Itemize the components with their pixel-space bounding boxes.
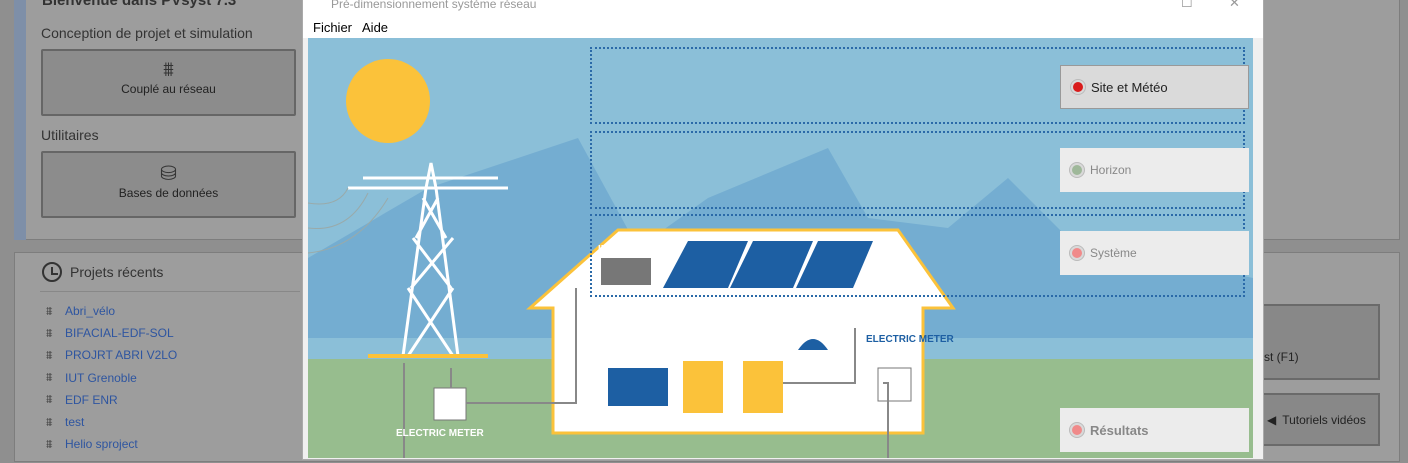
list-item[interactable]: ⩩ BIFACIAL-EDF-SOL [46, 322, 177, 344]
help-button[interactable]: st (F1) [1262, 304, 1380, 380]
video-tutorials-label: Tutoriels vidéos [1282, 412, 1366, 427]
project-link[interactable]: Abri_vélo [65, 304, 116, 319]
inverter [601, 258, 651, 285]
pylon-icon: ⩩ [46, 392, 53, 407]
database-icon: ⛁ [160, 163, 177, 185]
grid-connected-button[interactable]: ⩩Couplé au réseau [41, 49, 296, 116]
project-link[interactable]: test [65, 415, 85, 430]
tv [608, 368, 668, 406]
pylon-icon: ⩩ [163, 59, 174, 81]
system-illustration: INVERTER ELECTRIC METER ELECTRIC METER S… [307, 38, 1253, 459]
lamp [798, 339, 828, 350]
inverter-label: INVERTER [598, 244, 649, 255]
window-accent-bar [14, 0, 26, 240]
site-meteo-button[interactable]: Site et Météo [1060, 65, 1249, 109]
system-label: Système [1090, 246, 1137, 260]
results-button[interactable]: Résultats [1060, 408, 1249, 452]
project-link[interactable]: EDF ENR [65, 392, 118, 407]
clock-icon [42, 262, 62, 282]
horizon-label: Horizon [1090, 163, 1132, 177]
grid-meter [433, 387, 467, 421]
maximize-icon[interactable]: ☐ [1181, 0, 1193, 10]
system-button[interactable]: Système [1060, 231, 1249, 275]
project-link[interactable]: Helio sproject [65, 437, 138, 452]
oven [743, 361, 783, 413]
recent-projects-title: Projets récents [70, 264, 164, 280]
help-button-label: st (F1) [1264, 350, 1299, 364]
list-item[interactable]: ⩩ Abri_vélo [46, 300, 177, 322]
project-link[interactable]: IUT Grenoble [65, 370, 137, 385]
grid-connected-label: Couplé au réseau [121, 82, 216, 96]
speaker-icon: ◀ [1267, 412, 1277, 427]
pylon-icon: ⩩ [46, 325, 53, 340]
status-led-icon [1070, 246, 1084, 260]
project-link[interactable]: PROJRT ABRI V2LO [65, 348, 178, 363]
list-item[interactable]: ⩩ Helio sproject [46, 433, 177, 455]
list-item[interactable]: ⩩ EDF ENR [46, 389, 177, 411]
pylon-base [368, 354, 488, 358]
status-led-icon [1070, 423, 1084, 437]
site-meteo-label: Site et Météo [1091, 79, 1168, 95]
welcome-title: Bienvenue dans PVsyst 7.3 [42, 0, 237, 9]
project-link[interactable]: BIFACIAL-EDF-SOL [65, 326, 174, 341]
divider [40, 291, 300, 292]
recent-projects-header: Projets récents [42, 262, 163, 282]
databases-label: Bases de données [118, 186, 219, 200]
sun [346, 59, 430, 143]
list-item[interactable]: ⩩ PROJRT ABRI V2LO [46, 344, 177, 366]
menu-fichier[interactable]: Fichier [313, 19, 353, 35]
status-led-icon [1070, 163, 1084, 177]
grid-system-drawing: INVERTER ELECTRIC METER ELECTRIC METER [307, 38, 1253, 459]
predimensioning-dialog: Pré-dimensionnement système réseau ☐ ✕ F… [302, 0, 1264, 460]
section-utilities-label: Utilitaires [41, 127, 99, 143]
wiring [403, 288, 889, 458]
dialog-title: Pré-dimensionnement système réseau [331, 0, 537, 11]
menu-aide[interactable]: Aide [362, 19, 389, 35]
recent-projects-list: ⩩ Abri_vélo ⩩ BIFACIAL-EDF-SOL ⩩ PROJRT ABR… [46, 300, 177, 455]
menu-bar: Fichier Aide [303, 16, 1263, 38]
pylon [307, 162, 508, 357]
pylon-icon: ⩩ [46, 347, 53, 362]
grid-meter-label: ELECTRIC METER [396, 428, 485, 439]
pylon-icon: ⩩ [46, 370, 53, 385]
close-icon[interactable]: ✕ [1229, 0, 1240, 10]
washing-machine [683, 361, 723, 413]
list-item[interactable]: ⩩ IUT Grenoble [46, 367, 177, 389]
house-meter [877, 367, 912, 402]
pylon-icon: ⩩ [46, 303, 53, 318]
dialog-titlebar: Pré-dimensionnement système réseau ☐ ✕ [303, 0, 1263, 16]
section-design-label: Conception de projet et simulation [41, 25, 253, 41]
pylon-icon: ⩩ [46, 414, 53, 429]
databases-button[interactable]: ⛁Bases de données [41, 151, 296, 218]
video-tutorials-button[interactable]: ◀ Tutoriels vidéos [1262, 393, 1380, 446]
list-item[interactable]: ⩩ test [46, 411, 177, 433]
horizon-button[interactable]: Horizon [1060, 148, 1249, 192]
pylon-icon: ⩩ [46, 436, 53, 451]
results-label: Résultats [1090, 422, 1149, 438]
house-meter-label: ELECTRIC METER [866, 334, 955, 345]
solar-panels [663, 241, 873, 288]
status-led-icon [1071, 80, 1085, 94]
